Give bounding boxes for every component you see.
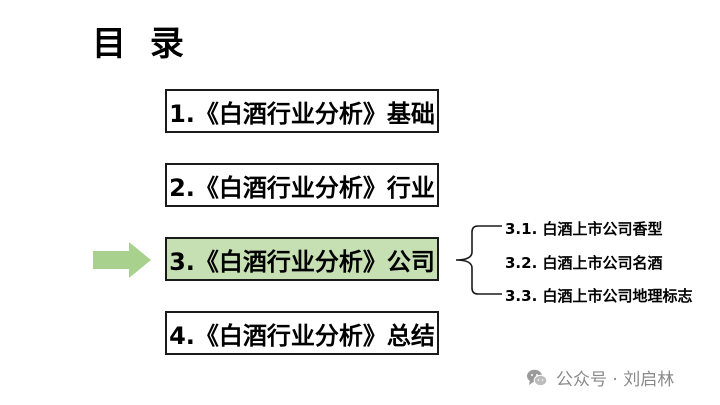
toc-item-1[interactable]: 1.《白酒行业分析》基础 — [165, 89, 439, 133]
toc-item-4[interactable]: 4.《白酒行业分析》总结 — [165, 311, 439, 355]
watermark-text: 公众号 · 刘启林 — [556, 370, 675, 390]
toc-item-3-active[interactable]: 3.《白酒行业分析》公司 — [165, 237, 439, 281]
subitem-3-3[interactable]: 3.3. 白酒上市公司地理标志 — [505, 287, 693, 305]
page-title: 目 录 — [92, 24, 190, 64]
subitem-3-2[interactable]: 3.2. 白酒上市公司名酒 — [505, 254, 663, 272]
watermark: 公众号 · 刘启林 — [526, 365, 674, 390]
subitem-3-1[interactable]: 3.1. 白酒上市公司香型 — [505, 220, 663, 238]
wechat-icon — [527, 369, 548, 386]
arrow-right-icon — [93, 242, 151, 278]
toc-item-2[interactable]: 2.《白酒行业分析》行业 — [165, 163, 439, 207]
brace-icon — [455, 225, 502, 295]
